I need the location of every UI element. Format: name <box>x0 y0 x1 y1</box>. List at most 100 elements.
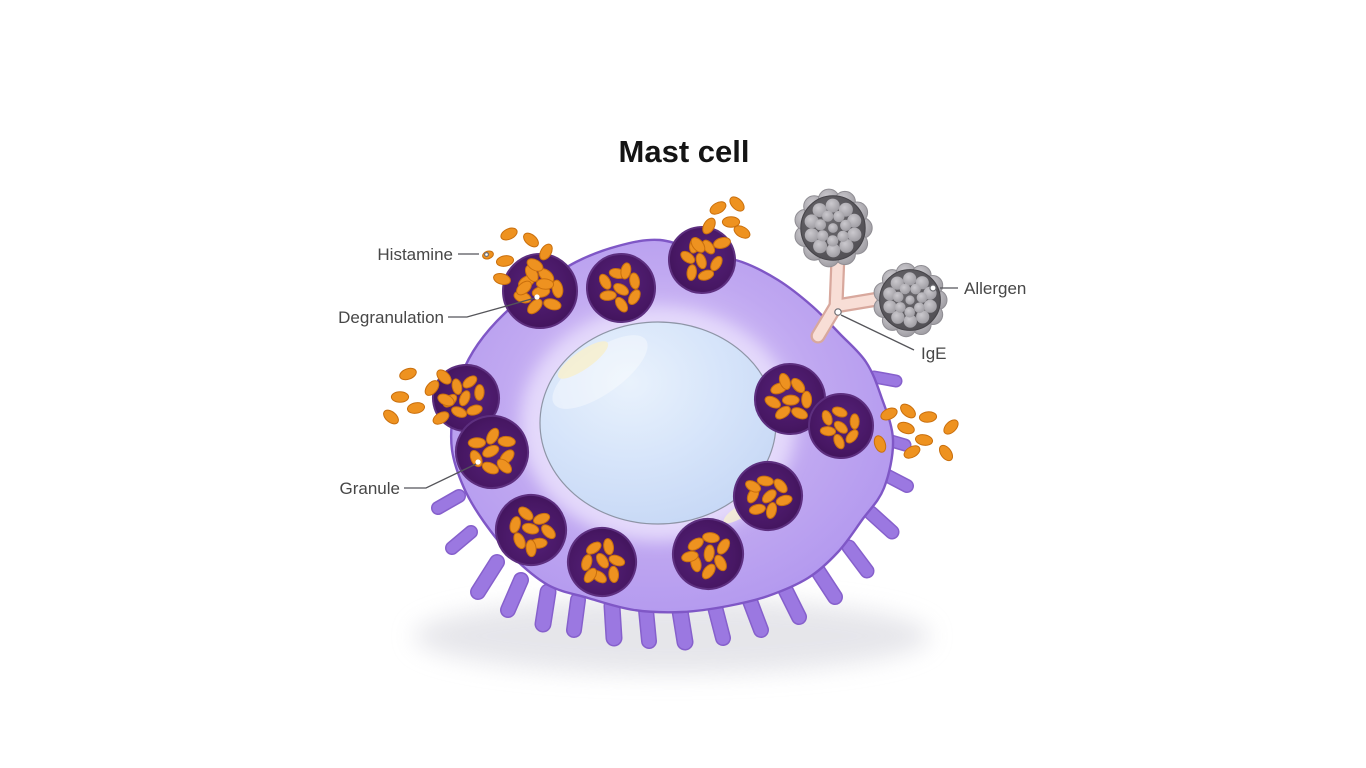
histamine-molecule <box>729 196 745 212</box>
granule-histamine <box>513 532 526 550</box>
pseudopod <box>567 593 585 637</box>
granule-histamine <box>451 378 463 395</box>
granule-histamine <box>482 444 500 458</box>
granule-histamine <box>581 554 593 572</box>
granule-histamine <box>748 503 766 515</box>
leader-degranulation <box>448 297 536 318</box>
histamine-callout-target <box>482 250 494 260</box>
granule-histamine <box>845 429 859 444</box>
histamine-molecule <box>900 403 916 419</box>
granule-histamine <box>603 538 615 556</box>
granule-histamine <box>466 404 483 416</box>
granule-histamine <box>849 413 860 430</box>
histamine-molecule <box>523 232 539 248</box>
granule-histamine <box>462 375 478 389</box>
pseudopod <box>778 582 806 624</box>
leader-lines <box>404 253 958 489</box>
pseudopod <box>536 585 555 631</box>
leader-ige <box>840 314 915 351</box>
granule-histamine <box>687 537 704 551</box>
pseudopod <box>605 599 621 645</box>
granule-histamine <box>833 420 848 434</box>
granule-histamine <box>831 406 848 418</box>
granule-histamine <box>703 544 715 563</box>
granule-histamine <box>765 502 778 520</box>
granule-histamine <box>525 539 537 558</box>
granule-histamine <box>541 524 556 540</box>
granule-histamine <box>695 252 707 270</box>
granule-histamine <box>518 506 534 521</box>
allergen-particle <box>794 188 873 268</box>
granule-histamine <box>496 458 513 474</box>
granule-histamine <box>801 390 813 409</box>
label-degranulation: Degranulation <box>338 308 444 327</box>
ige-marker-dot <box>834 308 842 316</box>
pseudopod <box>811 564 842 604</box>
granule-histamine <box>821 410 833 426</box>
granule-histamine <box>598 273 612 290</box>
granule-histamine <box>474 384 485 401</box>
granule-histamine <box>627 289 641 305</box>
granule <box>567 527 637 597</box>
label-histamine: Histamine <box>377 245 453 264</box>
granule-histamine <box>467 437 486 449</box>
granule-histamine <box>509 516 521 534</box>
granule-histamine <box>551 279 564 299</box>
granule-histamine <box>819 426 837 437</box>
histamine-molecule <box>500 227 518 241</box>
pseudopod <box>446 526 477 554</box>
granule <box>808 393 874 459</box>
granule-histamine <box>458 390 471 407</box>
histamine-molecule <box>399 367 417 381</box>
granule <box>754 363 826 435</box>
histamine-molecule <box>437 393 455 407</box>
granule-histamine <box>595 553 610 569</box>
histamine-molecule <box>702 217 716 235</box>
histamine-molecule <box>390 391 410 403</box>
histamine-molecule <box>873 435 887 453</box>
granule-histamine <box>702 532 720 544</box>
granule-histamine <box>620 262 632 280</box>
histamine-molecule <box>897 421 915 435</box>
histamine-molecule <box>914 434 934 446</box>
granule-histamine <box>613 282 629 296</box>
granule-histamine <box>614 296 629 313</box>
label-allergen: Allergen <box>964 279 1026 298</box>
granule <box>455 415 529 489</box>
granule <box>672 518 744 590</box>
granule-histamine <box>583 567 598 584</box>
granule-histamine <box>781 394 800 406</box>
leader-granule <box>404 463 477 489</box>
pseudopod <box>471 555 504 599</box>
histamine-molecule <box>539 243 553 261</box>
histamine-molecule <box>495 255 515 267</box>
granule-histamine <box>775 494 793 507</box>
histamine-molecule <box>880 407 898 421</box>
granule-histamine <box>778 372 791 390</box>
granule-histamine <box>773 478 788 494</box>
histamine-molecule <box>938 444 954 462</box>
histamine-molecule <box>918 411 938 423</box>
histamine-molecule <box>903 445 921 459</box>
histamine-molecule <box>424 380 440 396</box>
granule-histamine <box>543 298 562 311</box>
pseudopod <box>432 490 465 514</box>
granule-histamine <box>714 554 727 572</box>
granule-marker-dot <box>475 459 481 465</box>
granule-histamine <box>497 435 516 448</box>
granule <box>495 494 567 566</box>
granule-histamine <box>486 427 500 445</box>
granule-histamine <box>775 405 791 420</box>
granule-histamine <box>833 433 845 450</box>
allergen-particles <box>794 188 948 338</box>
pseudopod <box>743 594 768 637</box>
histamine-molecule <box>516 280 532 296</box>
histamine-molecule <box>526 258 544 272</box>
pseudopod <box>673 604 692 649</box>
histamine-molecule <box>709 201 727 215</box>
pseudopod <box>843 541 873 577</box>
histamine-molecule <box>436 369 452 385</box>
granule-histamine <box>764 395 781 409</box>
granule-histamine <box>791 407 808 420</box>
pseudopod <box>639 603 656 648</box>
